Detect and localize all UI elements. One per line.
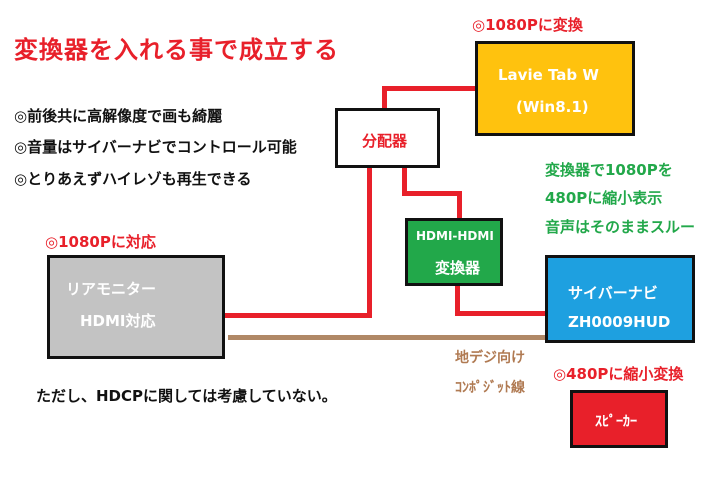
converter-box: HDMI-HDMI 変換器 xyxy=(405,218,503,286)
cable-splitter-tablet-horizontal xyxy=(382,86,477,91)
tablet-name: Lavie Tab W xyxy=(498,66,599,84)
rear-monitor-spec: HDMI対応 xyxy=(80,312,156,330)
cable-splitter-converter-vertical-a xyxy=(402,166,407,196)
converter-label: 変換器 xyxy=(435,259,481,277)
bullet-1: ◎前後共に高解像度で画も綺麗 xyxy=(14,107,223,125)
bullet-3: ◎とりあえずハイレゾも再生できる xyxy=(14,170,252,188)
composite-label-2: ｺﾝﾎﾟｼﾞｯﾄ線 xyxy=(455,380,525,396)
composite-label-1: 地デジ向け xyxy=(455,350,525,366)
speaker-label: ｽﾋﾟｰｶｰ xyxy=(595,414,637,430)
navi-box: サイバーナビ ZH0009HUD xyxy=(545,255,695,343)
cable-converter-navi-horizontal xyxy=(455,311,547,316)
bullet-2: ◎音量はサイバーナビでコントロール可能 xyxy=(14,138,297,156)
cable-splitter-monitor-vertical xyxy=(367,166,372,318)
navi-name: サイバーナビ xyxy=(568,284,658,302)
cable-splitter-monitor-horizontal xyxy=(224,313,372,318)
navi-model: ZH0009HUD xyxy=(568,313,671,331)
rear-monitor-name: リアモニター xyxy=(66,280,157,298)
page-title: 変換器を入れる事で成立する xyxy=(14,36,339,64)
tablet-note: ◎1080Pに変換 xyxy=(472,16,583,34)
converter-note-3: 音声はそのままスルー xyxy=(545,218,696,236)
navi-note: ◎480Pに縮小変換 xyxy=(553,365,684,383)
tablet-os: (Win8.1) xyxy=(516,98,589,116)
speaker-box: ｽﾋﾟｰｶｰ xyxy=(570,390,668,448)
converter-type: HDMI-HDMI xyxy=(416,229,494,243)
cable-splitter-converter-horizontal xyxy=(402,191,462,196)
rear-monitor-box: リアモニター HDMI対応 xyxy=(47,255,225,359)
cable-splitter-tablet-vertical xyxy=(382,86,387,111)
hdcp-note: ただし、HDCPに関しては考慮していない。 xyxy=(36,387,337,405)
splitter-box: 分配器 xyxy=(335,108,440,168)
tablet-box: Lavie Tab W (Win8.1) xyxy=(475,41,635,136)
converter-note-1: 変換器で1080Pを xyxy=(545,161,673,179)
converter-note-2: 480Pに縮小表示 xyxy=(545,189,663,207)
cable-splitter-converter-vertical-b xyxy=(457,191,462,221)
splitter-label: 分配器 xyxy=(362,132,408,150)
composite-cable xyxy=(228,335,548,340)
rear-monitor-note: ◎1080Pに対応 xyxy=(45,233,156,251)
cable-converter-navi-vertical xyxy=(455,284,460,316)
